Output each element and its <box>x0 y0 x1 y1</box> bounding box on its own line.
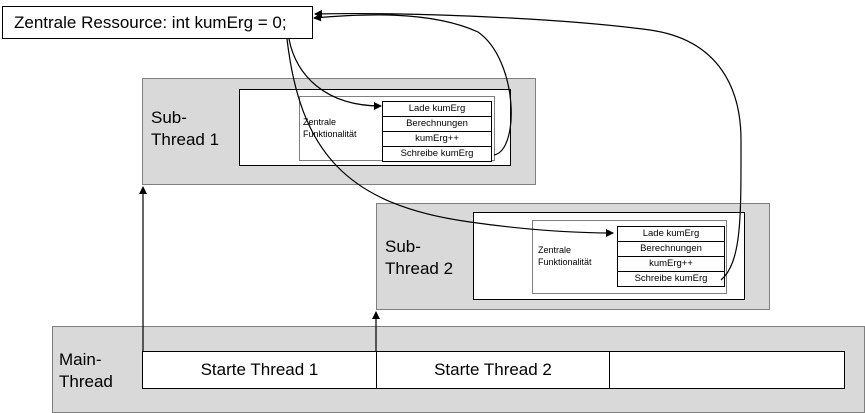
sub-thread-2: Sub- Thread 2 Zentrale Funktionalität La… <box>376 203 770 310</box>
main-thread-steps: Starte Thread 1 Starte Thread 2 <box>142 351 845 389</box>
sub-thread-1-step-write: Schreibe kumErg <box>382 147 492 162</box>
main-thread-label: Main- Thread <box>59 350 113 391</box>
sub-thread-1-step-load: Lade kumErg <box>382 101 492 117</box>
sub-thread-2-step-compute: Berechnungen <box>617 242 725 257</box>
sub-thread-2-steps: Lade kumErg Berechnungen kumErg++ Schrei… <box>617 226 725 287</box>
sub-thread-2-step-increment: kumErg++ <box>617 257 725 272</box>
sub-thread-1-step-compute: Berechnungen <box>382 117 492 132</box>
sub-thread-2-inner-box: Zentrale Funktionalität Lade kumErg Bere… <box>473 212 745 300</box>
sub-thread-2-label: Sub- Thread 2 <box>385 237 454 278</box>
main-step-start-thread-1: Starte Thread 1 <box>143 352 377 388</box>
sub-thread-2-functionality-label: Zentrale Funktionalität <box>538 245 592 267</box>
sub-thread-1-functionality-box: Zentrale Funktionalität Lade kumErg Bere… <box>299 96 495 162</box>
sub-thread-2-functionality-box: Zentrale Funktionalität Lade kumErg Bere… <box>532 220 727 294</box>
central-resource-box: Zentrale Ressource: int kumErg = 0; <box>2 6 313 39</box>
sub-thread-1-steps: Lade kumErg Berechnungen kumErg++ Schrei… <box>382 101 492 162</box>
main-step-start-thread-2: Starte Thread 2 <box>377 352 610 388</box>
sub-thread-1-label: Sub- Thread 1 <box>151 108 220 149</box>
sub-thread-1-step-increment: kumErg++ <box>382 132 492 147</box>
central-resource-label: Zentrale Ressource: int kumErg = 0; <box>14 13 287 32</box>
sub-thread-2-step-write: Schreibe kumErg <box>617 272 725 287</box>
sub-thread-1-inner-box: Zentrale Funktionalität Lade kumErg Bere… <box>239 89 511 166</box>
main-step-empty <box>610 352 844 388</box>
sub-thread-1: Sub- Thread 1 Zentrale Funktionalität La… <box>142 78 536 185</box>
sub-thread-1-functionality-label: Zentrale Funktionalität <box>303 117 357 139</box>
sub-thread-2-step-load: Lade kumErg <box>617 226 725 242</box>
